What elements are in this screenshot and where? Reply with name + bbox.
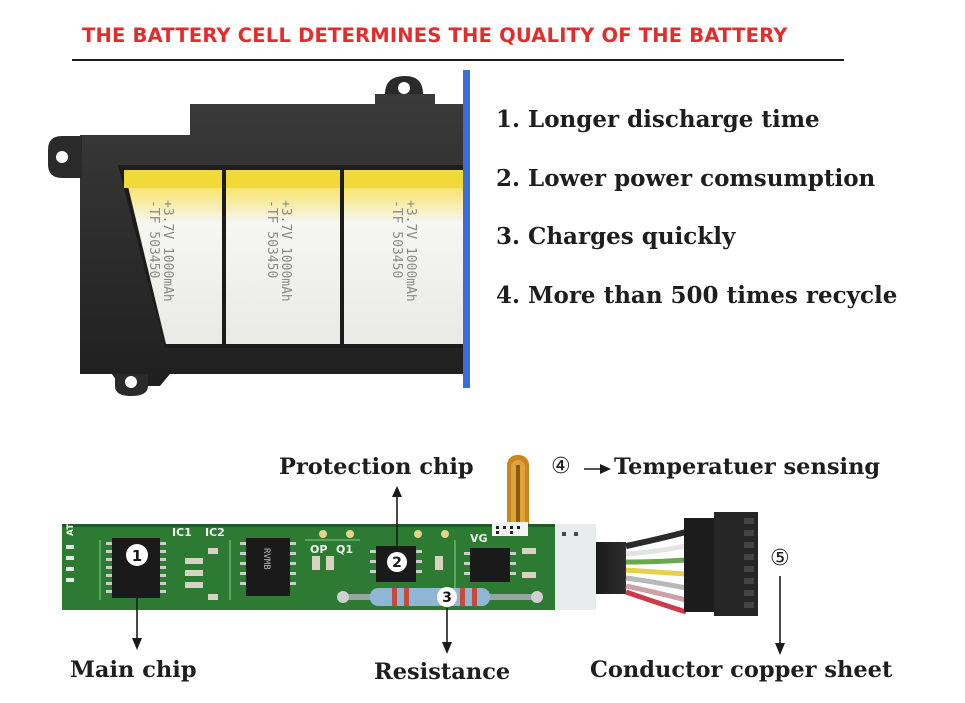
feature-item: 2. Lower power comsumption [496, 164, 876, 192]
connector-block [555, 524, 596, 610]
battery-cell-1 [124, 170, 222, 344]
label-protection-chip: Protection chip [279, 454, 474, 480]
cell-2-print-line1: -TF 503450 [264, 200, 279, 278]
protection-chip [370, 546, 422, 582]
cell-3-print-line1: -TF 503450 [389, 200, 404, 278]
callout-2-number: 2 [392, 555, 402, 571]
cell-3-print-line2: +3.7V 1000mAh [403, 200, 418, 302]
cell-1-print-line2: +3.7V 1000mAh [160, 200, 175, 302]
side-plate [463, 70, 470, 388]
title-underline [72, 59, 844, 61]
feature-item: 1. Longer discharge time [496, 106, 820, 133]
label-main-chip: Main chip [70, 657, 197, 683]
label-resistance: Resistance [374, 659, 511, 685]
feature-item: 4. More than 500 times recycle [496, 281, 898, 309]
secondary-chip [240, 538, 296, 596]
callout-1-badge [126, 544, 148, 566]
chip-marking: RVMB [261, 548, 271, 570]
silk-at: AT [66, 523, 76, 536]
thermistor-probe [507, 455, 529, 533]
wire-harness [596, 529, 687, 615]
callout-3-number: 3 [442, 590, 452, 606]
battery-cell-2 [226, 170, 340, 344]
silk-vg: VG [470, 532, 488, 545]
silk-q1: Q1 [336, 543, 353, 556]
silk-ic1: IC1 [172, 526, 192, 539]
silk-ic2: IC2 [205, 526, 225, 539]
wire-connector [684, 512, 758, 616]
main-chip [106, 538, 166, 598]
callout-arrows [132, 464, 785, 655]
callout-1-number: 1 [132, 547, 142, 565]
cell-1-print-line1: -TF 503450 [146, 200, 161, 278]
page-title: THE BATTERY CELL DETERMINES THE QUALITY … [82, 24, 788, 47]
callout-5-number: ⑤ [770, 546, 790, 571]
feature-item: 3. Charges quickly [496, 223, 736, 250]
callout-2-badge [387, 552, 407, 572]
callout-3-badge [437, 587, 457, 607]
mosfet-chip [464, 548, 516, 582]
label-temperature-sensing: Temperatuer sensing [614, 454, 881, 480]
label-conductor-copper-sheet: Conductor copper sheet [590, 657, 893, 683]
cell-2-print-line2: +3.7V 1000mAh [278, 200, 293, 302]
silk-op: OP [310, 543, 327, 556]
feature-list: 1. Longer discharge time 2. Lower power … [496, 104, 897, 338]
callout-4-number: ④ [551, 454, 571, 479]
battery-cell-3 [344, 170, 465, 344]
